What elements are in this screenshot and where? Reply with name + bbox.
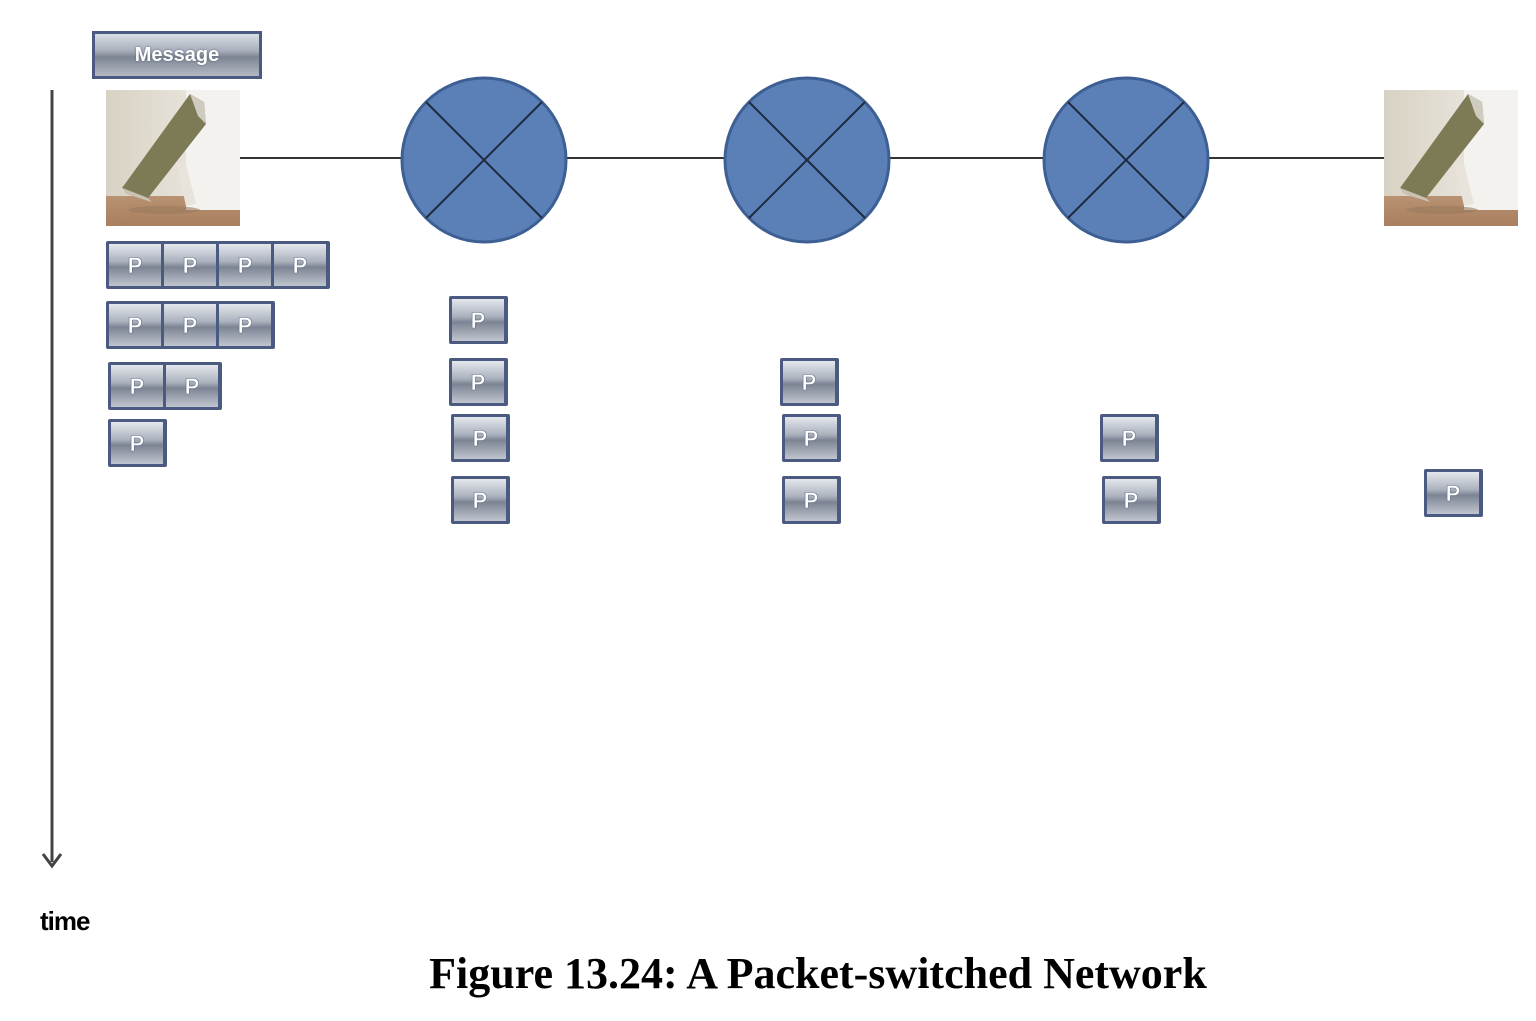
packet-label: P: [183, 313, 198, 338]
figure-caption: Figure 13.24: A Packet-switched Network: [429, 949, 1207, 998]
packet: [166, 365, 218, 407]
packet: [109, 304, 161, 346]
switch-icon: [1042, 76, 1210, 244]
time-axis: [41, 90, 63, 869]
packet-label: P: [293, 253, 308, 278]
packet: [1103, 417, 1155, 459]
packet: [164, 304, 216, 346]
packet-label: P: [473, 426, 488, 451]
time-axis-label: time: [40, 906, 90, 936]
packet-label: P: [1124, 488, 1139, 513]
packet-group: P: [449, 296, 508, 344]
packet-label: P: [130, 374, 145, 399]
packet: [1427, 472, 1479, 514]
packet-label: P: [804, 488, 819, 513]
switch-icon: [723, 76, 891, 244]
packet: [452, 299, 504, 341]
packet-group: P: [1102, 476, 1161, 524]
packet-label: P: [1446, 481, 1461, 506]
packet-label: P: [128, 313, 143, 338]
destination-computer-icon: [1384, 90, 1518, 226]
source-computer-icon: [106, 90, 240, 226]
packet: [109, 244, 161, 286]
message-box: Message: [92, 31, 262, 79]
packet-label: P: [471, 308, 486, 333]
packet-label: P: [1122, 426, 1137, 451]
packet: [783, 361, 835, 403]
packet: [454, 479, 506, 521]
packet: [452, 361, 504, 403]
packet: [164, 244, 216, 286]
packet-label: P: [804, 426, 819, 451]
packet-group: P: [108, 419, 167, 467]
packet-label: P: [802, 370, 817, 395]
switch-icon: [400, 76, 568, 244]
packet-label: P: [183, 253, 198, 278]
packet-label: P: [130, 431, 145, 456]
packet: [111, 422, 163, 464]
packet-label: P: [128, 253, 143, 278]
packet-group: P: [780, 358, 839, 406]
packet-group: P: [1424, 469, 1483, 517]
packet-label: P: [471, 370, 486, 395]
packet-label: P: [238, 313, 253, 338]
packet: [785, 417, 837, 459]
packet-label: P: [473, 488, 488, 513]
packet: [111, 365, 163, 407]
packet-group: P: [782, 476, 841, 524]
packet: [219, 304, 271, 346]
packet: [274, 244, 326, 286]
packet: [454, 417, 506, 459]
packet-group: P: [451, 476, 510, 524]
packet-group: P: [449, 358, 508, 406]
packet-label: P: [185, 374, 200, 399]
packet: [1105, 479, 1157, 521]
packet-label: P: [238, 253, 253, 278]
packet-group: P: [451, 414, 510, 462]
packet-group: P: [1100, 414, 1159, 462]
packet: [785, 479, 837, 521]
packet: [219, 244, 271, 286]
packet-group: P: [782, 414, 841, 462]
